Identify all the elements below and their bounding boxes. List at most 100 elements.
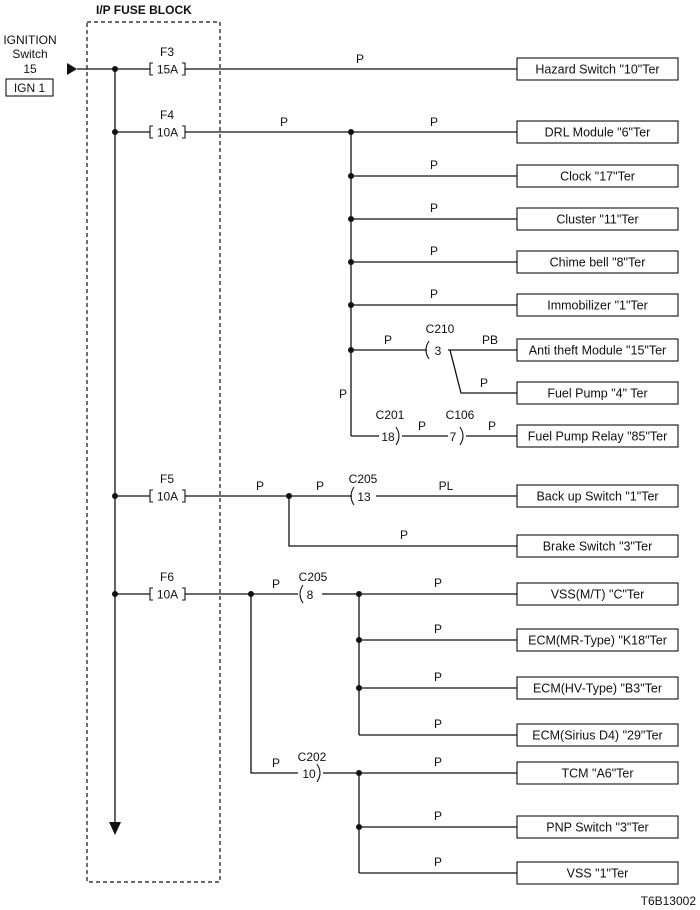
connector-symbol: [459, 426, 464, 446]
terminal-box: [516, 861, 679, 885]
terminal-label: Hazard Switch "10"Ter: [535, 63, 659, 77]
fuse-symbol: [182, 489, 186, 503]
terminal-box: [516, 424, 679, 448]
connector-name: C205: [349, 472, 378, 486]
terminal-label: Back up Switch "1"Ter: [536, 490, 658, 504]
wire-color-label: P: [434, 670, 442, 684]
terminal-label: Anti theft Module "15"Ter: [529, 344, 666, 358]
connector-pin: 7: [450, 430, 457, 444]
bus-end-arrow-icon: [109, 822, 121, 835]
terminal-box: [516, 164, 679, 188]
connector-symbol: [299, 584, 304, 604]
terminal-label: VSS "1"Ter: [567, 867, 629, 881]
fuse-name: F3: [160, 45, 174, 59]
connector-pin: 18: [381, 430, 395, 444]
wire-color-label: P: [400, 528, 408, 542]
fuse-symbol: [149, 125, 153, 139]
wire-color-label: P: [430, 201, 438, 215]
fuse-symbol: [149, 587, 153, 601]
terminal-label: Brake Switch "3"Ter: [543, 540, 653, 554]
fuse-name: F5: [160, 472, 174, 486]
fuse-block-outline: [86, 21, 221, 883]
wire-color-label: P: [488, 419, 496, 433]
fuse-symbol: [182, 62, 186, 76]
fuse-rating: 15A: [157, 63, 178, 77]
terminal-box: [516, 676, 679, 700]
fuse-rating: 10A: [157, 588, 178, 602]
source-arrow-icon: [67, 63, 77, 75]
wire: [449, 349, 517, 394]
wire-color-label: P: [356, 52, 364, 66]
fuse-symbol: [149, 489, 153, 503]
connector-pin: 8: [307, 588, 314, 602]
wire-color-label: P: [434, 755, 442, 769]
terminal-box: [516, 338, 679, 362]
terminal-label: Fuel Pump "4" Ter: [547, 387, 647, 401]
wire-color-label: P: [272, 577, 280, 591]
connector-name: C202: [298, 750, 327, 764]
wire-color-label: P: [339, 387, 347, 401]
fuse-symbol: [182, 587, 186, 601]
terminal-label: ECM(MR-Type) "K18"Ter: [528, 634, 667, 648]
fuse-name: F6: [160, 570, 174, 584]
terminal-box: [516, 628, 679, 652]
wire-color-label: P: [434, 809, 442, 823]
wire: [250, 594, 298, 774]
terminal-label: Fuel Pump Relay "85"Ter: [528, 430, 668, 444]
terminal-label: ECM(HV-Type) "B3"Ter: [533, 682, 662, 696]
fuse-symbol: [182, 125, 186, 139]
terminal-label: TCM "A6"Ter: [561, 767, 633, 781]
connector-symbol: [350, 486, 355, 506]
terminal-label: Chime bell "8"Ter: [550, 256, 646, 270]
connector-pin: 3: [435, 344, 442, 358]
connector-name: C205: [299, 570, 328, 584]
terminal-box: [516, 120, 679, 144]
wire-color-label: P: [430, 115, 438, 129]
terminal-label: Clock "17"Ter: [560, 170, 635, 184]
terminal-box: [516, 293, 679, 317]
wire-color-label: P: [434, 576, 442, 590]
wire-color-label: P: [480, 376, 488, 390]
ign1-box: [5, 78, 54, 97]
wire-color-label: P: [280, 115, 288, 129]
terminal-box: [516, 250, 679, 274]
connector-symbol: [395, 426, 400, 446]
wire-color-label: P: [434, 622, 442, 636]
wire-color-label: P: [418, 419, 426, 433]
wire-color-label: PB: [482, 333, 498, 347]
terminal-box: [516, 582, 679, 606]
terminal-box: [516, 723, 679, 747]
connector-symbol: [425, 340, 430, 360]
connector-name: C210: [426, 322, 455, 336]
terminal-label: Immobilizer "1"Ter: [547, 299, 648, 313]
terminal-label: Cluster "11"Ter: [556, 213, 638, 227]
terminal-box: [516, 534, 679, 558]
wire-color-label: P: [272, 756, 280, 770]
terminal-box: [516, 484, 679, 508]
terminal-label: PNP Switch "3"Ter: [546, 821, 648, 835]
connector-pin: 13: [357, 490, 371, 504]
terminal-box: [516, 57, 679, 81]
fuse-symbol: [149, 62, 153, 76]
terminal-box: [516, 207, 679, 231]
fuse-block-title: I/P FUSE BLOCK: [96, 3, 192, 17]
terminal-label: ECM(Sirius D4) "29"Ter: [532, 729, 662, 743]
fuse-rating: 10A: [157, 126, 178, 140]
source-label-switch: Switch: [12, 47, 47, 61]
terminal-label: DRL Module "6"Ter: [545, 126, 651, 140]
terminal-box: [516, 381, 679, 405]
ign1-label: IGN 1: [14, 81, 46, 95]
terminal-label: VSS(M/T) "C"Ter: [551, 588, 645, 602]
wire-color-label: P: [434, 717, 442, 731]
source-label-number: 15: [23, 62, 37, 76]
wire-color-label: P: [430, 287, 438, 301]
connector-name: C201: [376, 408, 405, 422]
wire: [288, 496, 517, 547]
wire-color-label: P: [430, 158, 438, 172]
terminal-box: [516, 815, 679, 839]
connector-symbol: [316, 763, 321, 783]
wire-color-label: P: [256, 479, 264, 493]
wire-color-label: PL: [439, 479, 454, 493]
source-label-ignition: IGNITION: [3, 33, 56, 47]
connector-pin: 10: [302, 767, 316, 781]
